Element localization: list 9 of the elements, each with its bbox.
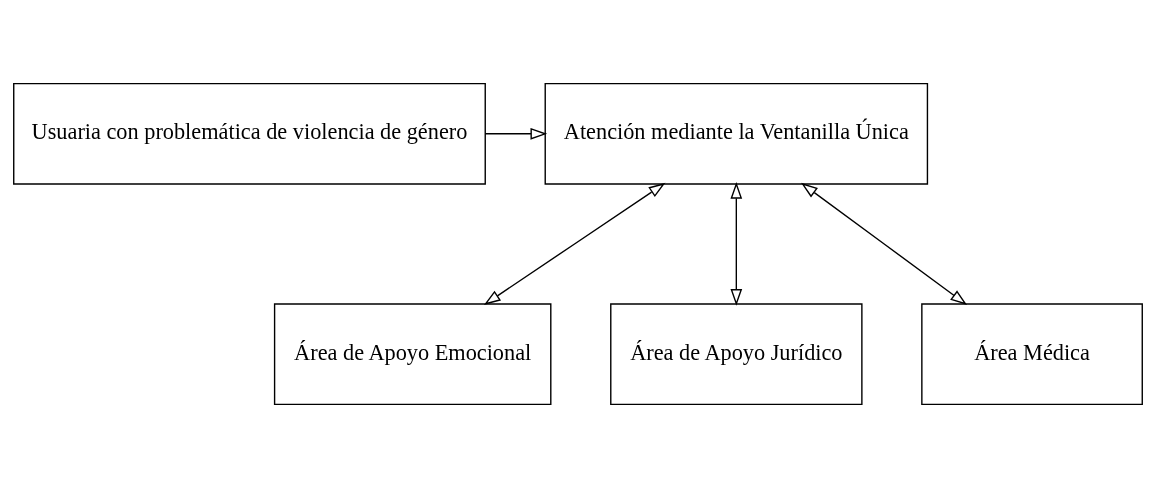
node-box: Área de Apoyo Emocional bbox=[273, 302, 552, 405]
arrow bbox=[801, 182, 968, 305]
arrow bbox=[730, 181, 743, 306]
node-box: Área de Apoyo Jurídico bbox=[610, 302, 863, 405]
node-box: Área Médica bbox=[921, 302, 1143, 405]
node-box: Atención mediante la Ventanilla Única bbox=[544, 82, 929, 185]
node-box: Usuaria con problemática de violencia de género bbox=[13, 82, 486, 185]
arrow bbox=[484, 127, 548, 140]
arrow bbox=[483, 182, 666, 305]
